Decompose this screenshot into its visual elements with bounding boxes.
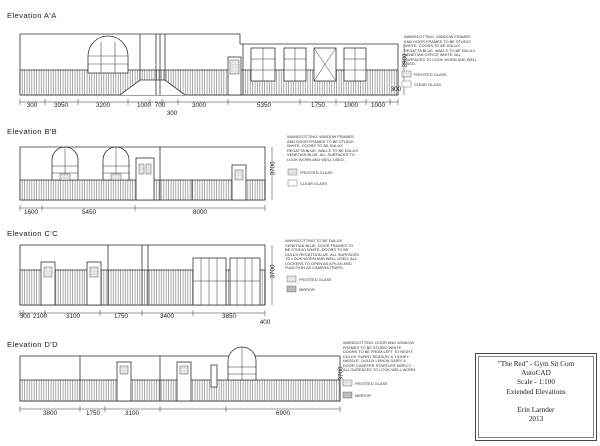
legend-c-frosted: FROSTED GLASS	[299, 277, 332, 282]
title-block-frame	[478, 356, 594, 438]
legend-a-clear: CLEAR GLASS	[414, 82, 442, 87]
legend-c-mirror: MIRROR	[299, 287, 315, 292]
title-block-sheet: Extended Elevations	[506, 387, 566, 396]
dim-a-7: 1750	[310, 102, 326, 109]
dim-c-sub: 400	[259, 319, 271, 326]
dim-b-2: 8000	[192, 209, 208, 216]
dim-a-2: 3200	[95, 102, 111, 109]
note-b: WAINSCOTTING, WINDOW FRAMES AND DOOR FRA…	[287, 134, 358, 162]
legend-b-clear: CLEAR GLASS	[300, 181, 328, 186]
note-c: WAINSCOTTING TO BE DULUX VENETIAN BLUE. …	[285, 238, 359, 270]
title-block-project: "The Red" - Gym Sit Com	[497, 360, 575, 368]
title-block-year: 2013	[528, 415, 544, 424]
dim-c-1: 2100	[32, 313, 48, 320]
elevation-b-drawing	[19, 146, 273, 211]
elevation-a-drawing	[19, 33, 405, 105]
dim-c-3: 1750	[113, 313, 129, 320]
dim-c-0: 300	[19, 313, 31, 320]
dim-a-1: 3950	[53, 102, 69, 109]
dim-c-2: 3100	[65, 313, 81, 320]
dim-a-9: 1000	[370, 102, 386, 109]
title-block-scale: Scale - 1:100	[517, 378, 555, 387]
elevation-b-title: Elevation B'B	[7, 127, 58, 136]
legend-d-frosted: FROSTED GLASS	[355, 381, 388, 386]
dim-d-0: 3800	[42, 410, 58, 417]
elevation-c-title: Elevation C'C	[7, 229, 58, 238]
dim-c-height: 3700	[269, 264, 277, 279]
elevation-d-title: Elevation D'D	[7, 340, 58, 349]
dim-c-4: 3400	[159, 313, 175, 320]
dim-c-5: 3850	[221, 313, 237, 320]
elevation-a-title: Elevation A'A	[7, 11, 57, 20]
dim-a-10: 300	[390, 86, 402, 93]
dim-d-3: 6900	[275, 410, 291, 417]
dim-d-2: 3100	[124, 410, 140, 417]
title-block: "The Red" - Gym Sit Com AutoCAD Scale - …	[475, 353, 597, 441]
legend-a-frosted: FROSTED GLASS	[414, 72, 447, 77]
dim-a-8: 1000	[343, 102, 359, 109]
dim-a-5: 3000	[191, 102, 207, 109]
title-block-software: AutoCAD	[521, 369, 551, 378]
legend-d-mirror: MIRROR	[355, 393, 371, 398]
dim-a-3: 1000	[136, 102, 152, 109]
title-block-author: Erin Larnder	[517, 405, 555, 414]
legend-b-frosted: FROSTED GLASS	[300, 170, 333, 175]
elevation-c-drawing	[19, 244, 273, 316]
dim-a-4: 700	[154, 102, 166, 109]
dim-d-1: 1750	[85, 410, 101, 417]
dim-b-1: 5450	[81, 209, 97, 216]
dim-b-height: 3700	[269, 161, 277, 176]
dim-b-0: 1600	[23, 209, 39, 216]
elevation-d-drawing	[19, 346, 341, 412]
note-a: WAINSCOTTING, WINDOW FRAMES AND DOOR FRA…	[404, 34, 478, 66]
dim-a-0: 300	[26, 102, 38, 109]
dim-a-6: 5350	[256, 102, 272, 109]
note-d: WAINSCOTTING, DOOR AND WINDOW FRAMES TO …	[343, 340, 417, 372]
dim-a-sub: 300	[166, 110, 178, 117]
